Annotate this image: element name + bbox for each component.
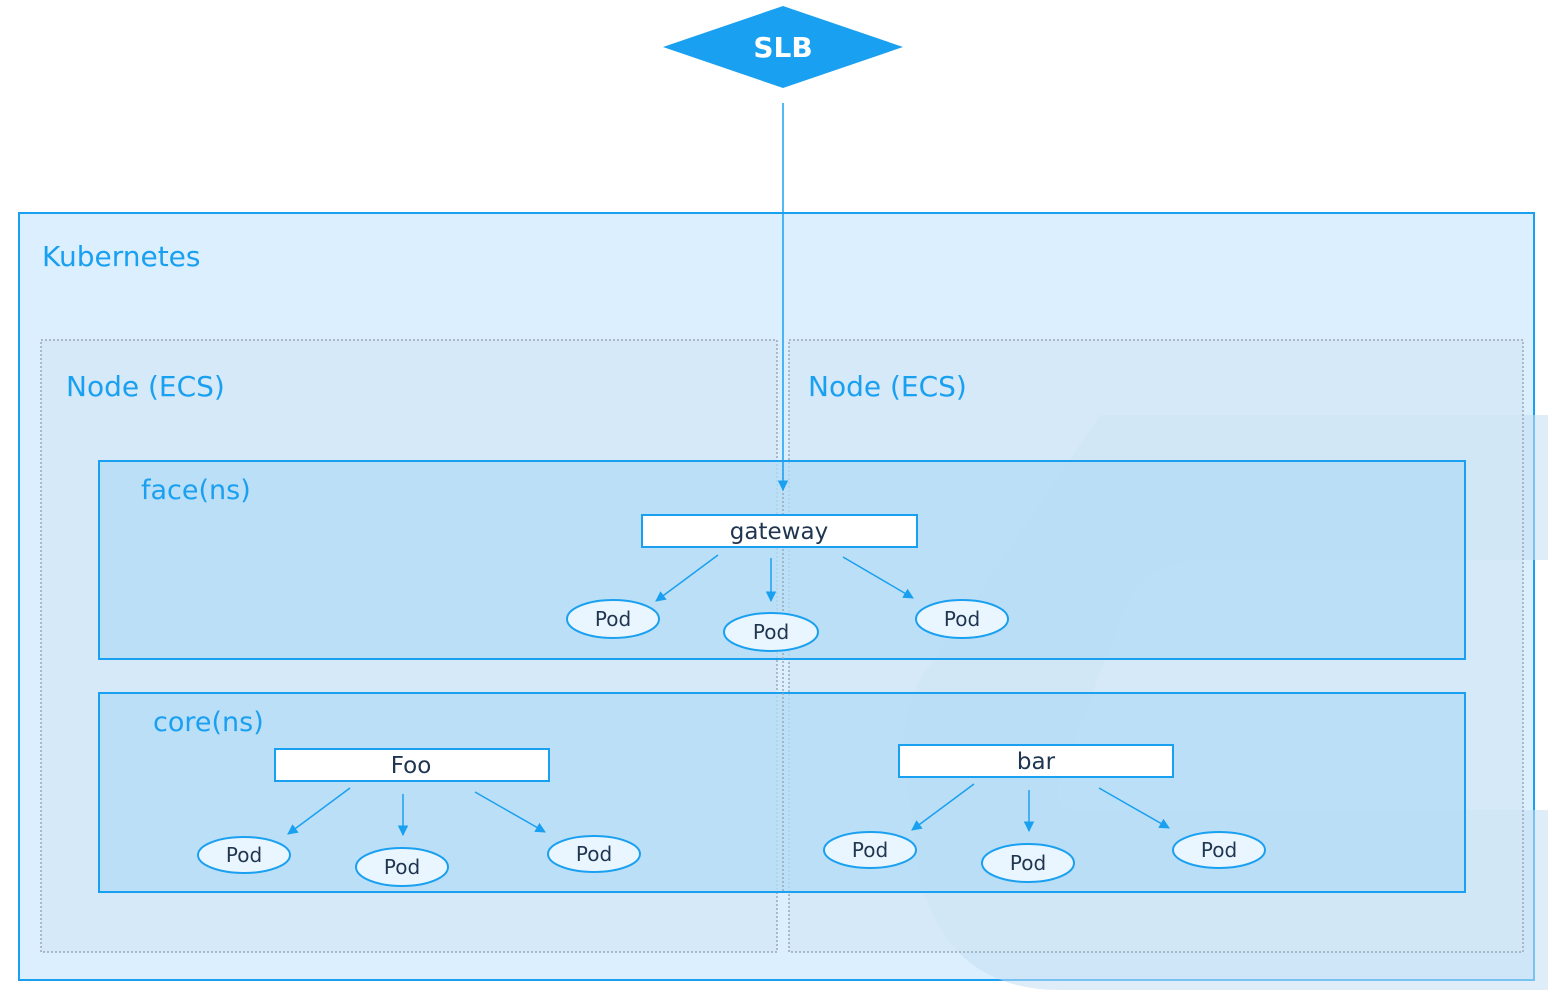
gateway-service-box[interactable] [641,514,918,548]
bar-pod-arrow [1098,787,1170,829]
pod-ellipse[interactable] [547,835,641,873]
pod-ellipse[interactable] [723,612,819,652]
foo-pod-arrow [474,791,546,833]
pod-label: Pod [576,842,612,866]
pod-label: Pod [226,843,262,867]
cluster-label: Kubernetes [42,240,201,273]
namespace-core-label: core(ns) [153,707,264,738]
bar-service-box[interactable] [898,744,1174,778]
namespace-face-label: face(ns) [141,475,251,506]
pod-ellipse[interactable] [197,836,291,874]
pod-label: Pod [852,838,888,862]
node-label-left: Node (ECS) [66,370,225,403]
pod-label: Pod [944,607,980,631]
gateway-service-label: gateway [730,519,828,545]
pod-ellipse[interactable] [1172,831,1266,869]
foo-pod-arrow [287,787,351,835]
gateway-pod-arrow [655,554,719,602]
pod-label: Pod [753,620,789,644]
bar-pod-arrow [911,783,975,831]
namespace-core-box [98,692,1466,893]
slb-diamond[interactable] [663,6,903,88]
pod-label: Pod [595,607,631,631]
gateway-pod-arrow [842,556,914,599]
pod-ellipse[interactable] [355,847,449,887]
pod-ellipse[interactable] [915,599,1009,639]
pod-ellipse[interactable] [981,843,1075,883]
bar-service-label: bar [1017,749,1056,775]
pod-label: Pod [1201,838,1237,862]
pod-label: Pod [384,855,420,879]
foo-service-label: Foo [391,753,432,779]
pod-ellipse[interactable] [823,831,917,869]
foo-service-box[interactable] [274,748,550,782]
pod-ellipse[interactable] [566,599,660,639]
slb-label: SLB [753,31,812,64]
pod-label: Pod [1010,851,1046,875]
node-label-right: Node (ECS) [808,370,967,403]
